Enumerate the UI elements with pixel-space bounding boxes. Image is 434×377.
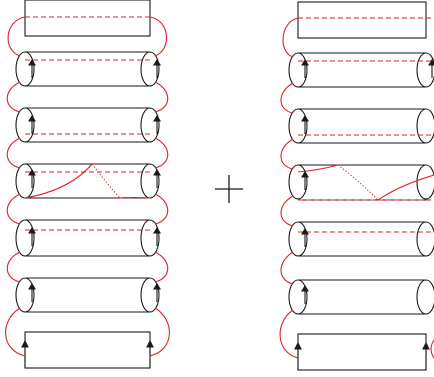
left-cylinder-2 (15, 107, 161, 143)
left-cylinder-5 (15, 277, 161, 313)
left-cylinder-3 (15, 163, 161, 199)
left-bottom-rectangle (21, 331, 154, 369)
left-cylinder-4 (15, 219, 161, 257)
plus-operator (215, 175, 243, 203)
right-connecting-strands (279, 17, 434, 359)
right-bottom-rectangle (294, 333, 430, 371)
left-figure (5, 0, 170, 369)
left-connecting-strands (5, 16, 170, 357)
left-cylinder-1 (15, 51, 161, 87)
left-top-rectangle (24, 0, 151, 37)
right-top-rectangle (297, 1, 427, 39)
right-cylinder-2 (288, 108, 434, 144)
right-figure (279, 1, 434, 371)
right-cylinder-4 (288, 221, 434, 257)
right-cylinder-1 (288, 52, 434, 88)
right-cylinder-5 (288, 279, 434, 315)
right-cylinder-3 (288, 164, 434, 201)
